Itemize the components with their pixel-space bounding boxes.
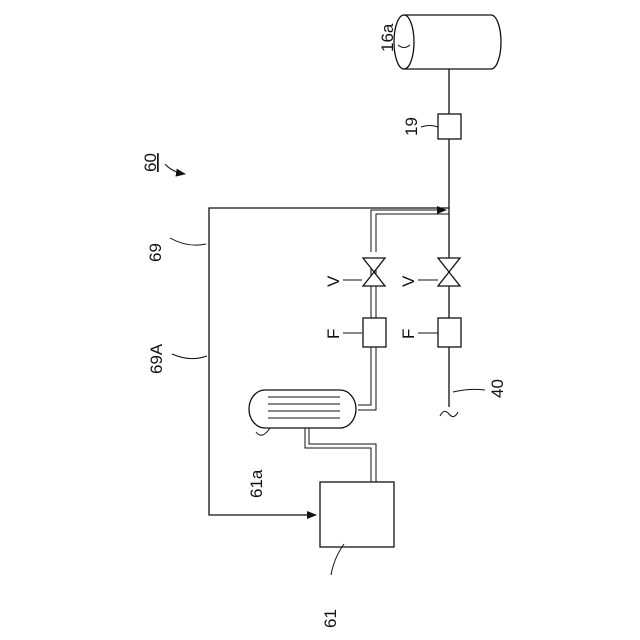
label-69: 69 <box>146 243 165 262</box>
line-69 <box>209 208 449 515</box>
line-40-break <box>440 411 458 416</box>
leader-69 <box>170 238 206 245</box>
label-F-lower: F <box>399 329 418 339</box>
label-40: 40 <box>488 379 507 398</box>
leader-60 <box>165 164 185 174</box>
label-16a: 16a <box>378 23 397 52</box>
upper-line-filter-exchanger <box>358 347 376 410</box>
label-V-lower: V <box>399 275 418 287</box>
leader-61 <box>331 544 344 575</box>
return-line <box>371 210 449 400</box>
label-F-upper: F <box>324 329 343 339</box>
filter-upper <box>363 318 386 347</box>
tank-16a <box>394 15 501 69</box>
unit-61 <box>320 482 394 547</box>
valve-lower <box>438 258 460 286</box>
leader-40 <box>453 389 485 392</box>
label-V-upper: V <box>324 275 343 287</box>
leader-69A <box>172 354 207 359</box>
label-19: 19 <box>402 117 421 136</box>
heat-exchanger-61a <box>249 390 356 428</box>
valve-upper <box>363 252 385 286</box>
label-61: 61 <box>321 609 340 628</box>
line-exchanger-to-61 <box>305 428 376 482</box>
label-60: 60 <box>141 153 160 172</box>
device-19 <box>438 114 461 139</box>
label-61a: 61a <box>247 469 266 498</box>
leader-19 <box>421 126 438 128</box>
upper-line-valve-filter <box>371 286 376 318</box>
filter-lower <box>438 318 461 347</box>
label-69A: 69A <box>147 343 166 374</box>
leader-61a <box>256 428 270 435</box>
